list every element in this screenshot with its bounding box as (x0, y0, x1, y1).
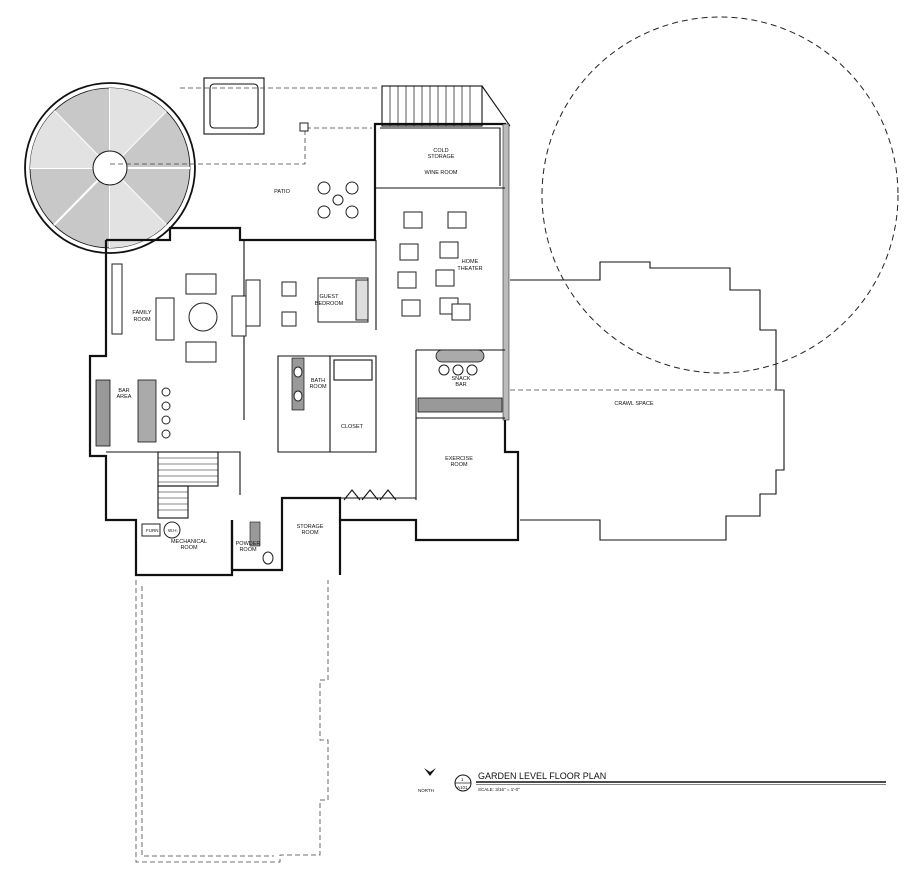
label-snack-bar-1: SNACK (452, 376, 471, 382)
north-arrow-icon (424, 768, 436, 776)
crawl-space-outline (510, 261, 785, 541)
title-block: NORTH 1 A101 GARDEN LEVEL FLOOR PLAN SCA… (418, 768, 886, 793)
exterior-walls (88, 122, 520, 577)
label-home-theater-1: HOME (462, 259, 479, 265)
label-family-room-1: FAMILY (132, 310, 151, 316)
label-bar-area-2: AREA (117, 394, 132, 400)
guest-bed (281, 277, 369, 327)
mechanical-equipment (141, 521, 181, 539)
bath-fixtures (291, 357, 373, 411)
plan-title: GARDEN LEVEL FLOOR PLAN (478, 771, 606, 781)
label-exercise-room-1: EXERCISE (445, 456, 473, 462)
label-patio: PATIO (274, 189, 290, 195)
post (299, 122, 309, 132)
dashed-arc-outline (541, 16, 899, 374)
north-label: NORTH (418, 788, 434, 793)
garage-inner-outline (141, 586, 274, 857)
snack-bar-counter (417, 349, 503, 413)
label-guest-bedroom-2: BEDROOM (315, 301, 344, 307)
label-snack-bar-2: BAR (455, 382, 466, 388)
beam-line (110, 127, 372, 165)
label-mechanical-room-1: MECHANICAL (171, 539, 207, 545)
circular-terrace (24, 82, 196, 254)
plan-scale: SCALE: 3/16" = 1'-0" (478, 787, 520, 792)
patio-table-set (317, 181, 359, 219)
interior-stairs (157, 451, 219, 519)
label-powder-room-1: POWDER (236, 541, 261, 547)
family-room-furniture (111, 263, 261, 363)
sheet-ref: A101 (457, 785, 468, 790)
label-storage-room-1: STORAGE (297, 524, 324, 530)
label-family-room-2: ROOM (133, 317, 151, 323)
label-bath-room-1: BATH (311, 378, 325, 384)
closet-doors (343, 489, 397, 501)
label-equip-2: W.H. (168, 528, 178, 533)
retaining-wall (502, 123, 510, 421)
label-cold-storage-1: COLD (433, 148, 448, 154)
label-wine-room: WINE ROOM (425, 170, 458, 176)
label-storage-room-2: ROOM (301, 530, 319, 536)
label-powder-room-2: ROOM (239, 547, 257, 553)
garage-dashed-outline (135, 580, 329, 863)
label-guest-bedroom-1: GUEST (320, 294, 340, 300)
label-cold-storage-2: STORAGE (428, 154, 455, 160)
exterior-stairs (381, 85, 511, 127)
theater-seats (397, 211, 471, 321)
label-mechanical-room-2: ROOM (180, 545, 198, 551)
label-crawl-space: CRAWL SPACE (614, 401, 654, 407)
powder-fixtures (249, 521, 274, 565)
bar-counter (95, 379, 171, 447)
label-exercise-room-2: ROOM (450, 462, 468, 468)
interior-walls (106, 127, 505, 500)
hot-tub (203, 77, 265, 135)
label-bar-area-1: BAR (118, 388, 129, 394)
room-labels: COLD STORAGE WINE ROOM PATIO HOME THEATE… (117, 148, 654, 553)
label-equip-1: FURN (146, 528, 159, 533)
sheet-number: 1 (461, 777, 464, 782)
label-bath-room-2: ROOM (309, 384, 327, 390)
label-home-theater-2: THEATER (457, 266, 482, 272)
label-closet: CLOSET (341, 424, 364, 430)
